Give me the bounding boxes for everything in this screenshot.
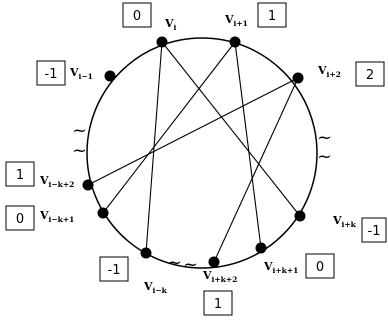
vertex-vim1 [104, 70, 116, 82]
value-box-vi [122, 2, 152, 28]
value-vik1: 0 [316, 260, 324, 275]
value-vi: 0 [133, 9, 141, 24]
gap-mark-right-1: ~ [317, 127, 332, 148]
label-vik2: Vi+k+2 [202, 269, 237, 284]
value-boxes: 0 1 2 -1 0 1 -1 0 1 -1 [5, 2, 387, 316]
value-box-vmk2 [5, 161, 35, 187]
gap-mark-left-2: ~ [72, 140, 87, 161]
label-vmk1: Vi−k+1 [39, 209, 74, 224]
value-vmk2: 1 [16, 168, 24, 183]
vertex-vik [294, 210, 306, 222]
gap-mark-left-1: ~ [72, 120, 87, 141]
value-vmk: -1 [108, 263, 121, 278]
value-vi1: 1 [268, 9, 276, 24]
chord-vi-vik [161, 41, 301, 217]
value-vik: -1 [368, 224, 381, 239]
value-vim1: -1 [45, 67, 58, 82]
value-box-vi1 [257, 2, 287, 28]
value-box-vim1 [36, 60, 66, 86]
vertex-vi1 [229, 36, 241, 48]
cycle-circle [86, 37, 318, 269]
value-box-vik1 [305, 253, 335, 279]
label-vi2: Vi+2 [317, 64, 341, 79]
label-vik1: Vi+k+1 [263, 260, 298, 275]
label-vmk: Vi−k [143, 280, 168, 295]
label-vim1: Vi−1 [69, 66, 93, 81]
vertex-vik1 [255, 242, 267, 254]
value-vi2: 2 [366, 68, 374, 83]
value-box-vmk [99, 256, 129, 282]
value-box-vi2 [355, 61, 385, 87]
vertex-vi [156, 36, 168, 48]
value-box-vik [361, 217, 387, 243]
gap-marks: ~ ~ ~ ~ ~ ~ [72, 120, 332, 275]
vertices [82, 36, 306, 268]
value-box-vmk1 [5, 205, 35, 231]
vertex-vik2 [208, 256, 220, 268]
vertex-vi2 [292, 72, 304, 84]
label-vi: Vi [164, 17, 177, 32]
value-vik2: 1 [214, 297, 222, 312]
gap-mark-bottom-1: ~ [167, 252, 182, 273]
chord-vi2-vik2 [213, 77, 299, 263]
gap-mark-bottom-2: ~ [183, 254, 198, 275]
label-vik: Vi+k [332, 214, 357, 229]
vertex-vmk1 [97, 207, 109, 219]
chord-vi1-vik1 [234, 41, 262, 249]
value-box-vik2 [203, 290, 233, 316]
vertex-vmk2 [82, 179, 94, 191]
label-vmk2: Vi−k+2 [39, 174, 74, 189]
label-vi1: Vi+1 [224, 13, 248, 28]
vertex-vmk [140, 247, 152, 259]
vertex-labels: Vi Vi+1 Vi+2 Vi+k Vi+k+1 Vi+k+2 Vi−k Vi−… [39, 13, 357, 295]
chord-vi2-vmk2 [87, 77, 299, 186]
gap-mark-right-2: ~ [317, 146, 332, 167]
chords [87, 41, 301, 263]
chord-vi1-vmk1 [102, 41, 236, 214]
value-vmk1: 0 [16, 212, 24, 227]
